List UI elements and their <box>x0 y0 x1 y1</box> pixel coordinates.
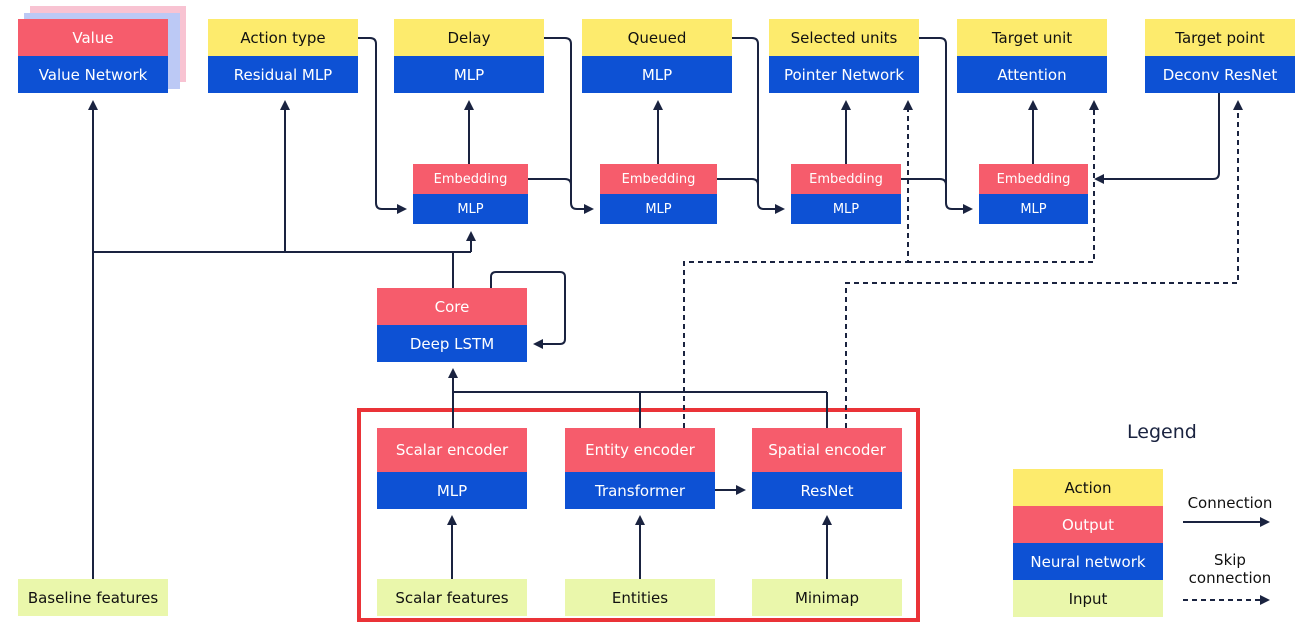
embedding-4-output: Embedding <box>979 164 1088 194</box>
value-output: Value <box>18 19 168 56</box>
legend-connection-label: Connection <box>1187 494 1273 512</box>
entity-encoder-output: Entity encoder <box>565 428 715 472</box>
arrow-action-type-to-embedding-1 <box>358 37 407 214</box>
skip-entity-to-target-unit <box>908 100 1099 263</box>
legend-title: Legend <box>1127 421 1197 443</box>
embedding-2-output: Embedding <box>600 164 717 194</box>
selected-units-network: Pointer Network <box>769 56 919 93</box>
embedding-3-network: MLP <box>791 194 901 224</box>
embedding-3-output: Embedding <box>791 164 901 194</box>
embedding-1-output: Embedding <box>413 164 528 194</box>
encoder-highlight-frame <box>357 408 920 622</box>
embedding-4-network: MLP <box>979 194 1088 224</box>
queued-label: Queued <box>582 19 732 56</box>
scalar-encoder-network: MLP <box>377 472 527 509</box>
entities-input: Entities <box>565 579 715 616</box>
spatial-encoder-output: Spatial encoder <box>752 428 902 472</box>
target-unit-label: Target unit <box>957 19 1107 56</box>
core-output: Core <box>377 288 527 325</box>
queued-network: MLP <box>582 56 732 93</box>
entity-encoder-network: Transformer <box>565 472 715 509</box>
embedding-1-network: MLP <box>413 194 528 224</box>
scalar-features-input: Scalar features <box>377 579 527 616</box>
legend-output: Output <box>1013 506 1163 543</box>
scalar-encoder-output: Scalar encoder <box>377 428 527 472</box>
skip-entity-to-selected-units <box>683 100 913 428</box>
arrow-queued-to-embedding-3 <box>732 37 785 214</box>
action-type-label: Action type <box>208 19 358 56</box>
skip-spatial-to-target-point <box>845 100 1243 428</box>
target-point-network: Deconv ResNet <box>1145 56 1295 93</box>
action-type-network: Residual MLP <box>208 56 358 93</box>
delay-label: Delay <box>394 19 544 56</box>
arrow-selected-to-embedding-4 <box>919 37 973 214</box>
legend-skip-label-line2: connection <box>1188 569 1272 587</box>
arrow-core-recurrent-loop <box>490 271 566 349</box>
delay-network: MLP <box>394 56 544 93</box>
line-embedding-3-out <box>901 178 947 186</box>
embedding-2-network: MLP <box>600 194 717 224</box>
value-network: Value Network <box>18 56 168 93</box>
line-embedding-1-out <box>528 178 572 186</box>
target-point-label: Target point <box>1145 19 1295 56</box>
minimap-input: Minimap <box>752 579 902 616</box>
arrow-target-point-to-embedding-4 <box>1094 93 1220 184</box>
target-unit-network: Attention <box>957 56 1107 93</box>
arrow-delay-to-embedding-2 <box>544 37 594 214</box>
spatial-encoder-network: ResNet <box>752 472 902 509</box>
legend-skip-label-line1: Skip <box>1214 551 1246 569</box>
legend-input: Input <box>1013 580 1163 617</box>
legend-action: Action <box>1013 469 1163 506</box>
core-network: Deep LSTM <box>377 325 527 362</box>
baseline-features-input: Baseline features <box>18 579 168 616</box>
legend-neural-network: Neural network <box>1013 543 1163 580</box>
line-embedding-2-out <box>717 178 759 186</box>
selected-units-label: Selected units <box>769 19 919 56</box>
